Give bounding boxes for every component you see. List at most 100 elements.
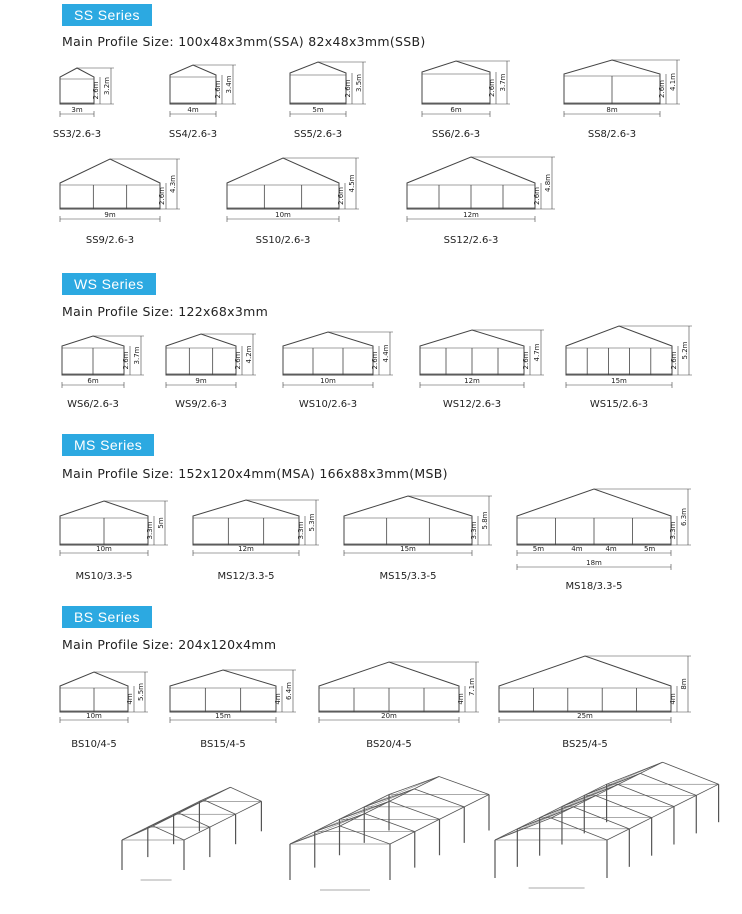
side-height-label: 2.6m (92, 81, 100, 99)
peak-height-label: 4.1m (669, 73, 677, 91)
side-height-label: 3.3m (669, 521, 677, 539)
frame-member (651, 806, 675, 819)
tent-model-label: MS18/3.3-5 (566, 581, 623, 592)
frame-member (364, 800, 390, 814)
tent-model-label: BS15/4-5 (200, 739, 245, 750)
frame-member (389, 788, 415, 802)
frame-member (606, 761, 663, 785)
tent-model-label: WS9/2.6-3 (175, 399, 227, 410)
peak-height-label: 3.5m (355, 74, 363, 92)
tent-model-label: BS10/4-5 (71, 739, 116, 750)
tent-outline (406, 156, 536, 210)
tent-outline (59, 67, 95, 105)
frame-member (673, 795, 697, 807)
tent-model-label: WS15/2.6-3 (590, 399, 648, 410)
frame-member (339, 806, 365, 820)
frame-member (364, 794, 390, 808)
tent-outline (318, 661, 460, 713)
width-dimension-label: 12m (464, 377, 480, 385)
frame-member (183, 826, 210, 841)
frame-member (314, 818, 340, 832)
side-height-label: 2.6m (214, 80, 222, 98)
peak-height-label: 4.8m (544, 174, 552, 192)
side-height-label: 3.3m (470, 521, 478, 539)
width-dimension-label: 15m (400, 545, 416, 553)
bs-series-badge: BS Series (62, 606, 152, 628)
frame-member (414, 776, 440, 790)
frame-member (388, 776, 440, 795)
frame-member (339, 825, 391, 845)
side-height-label: 2.6m (658, 80, 666, 98)
frame-member (464, 794, 490, 808)
frame-member (517, 795, 596, 830)
peak-height-label: 3.2m (103, 77, 111, 95)
tent-model-label: BS25/4-5 (562, 739, 607, 750)
tent-model-label: BS20/4-5 (366, 739, 411, 750)
frame-member (204, 799, 236, 815)
side-height-label: 2.6m (533, 187, 541, 205)
tent-model-label: SS12/2.6-3 (444, 235, 499, 246)
width-dimension-label: 6m (450, 106, 461, 114)
tent-outline (289, 61, 347, 105)
peak-height-label: 3.7m (499, 73, 507, 91)
frame-member (230, 786, 262, 802)
peak-height-label: 4.5m (348, 174, 356, 192)
width-dimension-label: 12m (463, 211, 479, 219)
frame-member (539, 806, 563, 819)
peak-height-label: 5m (157, 517, 165, 528)
tent-model-label: WS10/2.6-3 (299, 399, 357, 410)
peak-height-label: 4.3m (169, 175, 177, 193)
tent-outline (498, 655, 672, 713)
tent-outline (59, 671, 129, 713)
frame-member (235, 800, 262, 815)
tent-outline (419, 329, 525, 376)
frame-member (662, 761, 719, 785)
ws-profile-size: Main Profile Size: 122x68x3mm (62, 304, 269, 319)
frame-member (173, 787, 231, 815)
tent-model-label: SS8/2.6-3 (588, 129, 636, 140)
frame-member (289, 813, 365, 845)
tent-outline (563, 59, 661, 105)
peak-height-label: 3.7m (133, 346, 141, 364)
frame-member (438, 776, 490, 795)
side-height-label: 2.6m (488, 79, 496, 97)
tent-model-label: SS6/2.6-3 (432, 129, 480, 140)
tent-outline (59, 500, 149, 546)
ws-series-badge: WS Series (62, 273, 156, 295)
side-height-label: 4m (669, 693, 677, 704)
tent-model-label: SS4/2.6-3 (169, 129, 217, 140)
side-height-label: 2.6m (122, 351, 130, 369)
frame-member (606, 828, 630, 841)
segment-dimension-label: 5m (644, 545, 655, 553)
frame-member (414, 788, 465, 808)
width-dimension-label: 20m (381, 712, 397, 720)
tent-model-label: WS12/2.6-3 (443, 399, 501, 410)
width-dimension-label: 12m (238, 545, 254, 553)
peak-height-label: 3.4m (225, 75, 233, 93)
frame-member (517, 817, 540, 830)
tent-outline (192, 499, 300, 546)
tent-outline (516, 488, 672, 546)
side-height-label: 4m (457, 693, 465, 704)
tent-model-label: MS12/3.3-5 (218, 571, 275, 582)
tent-outline (565, 325, 673, 376)
width-dimension-label: 9m (104, 211, 115, 219)
width-dimension-label: 18m (586, 559, 602, 567)
peak-height-label: 4.7m (533, 343, 541, 361)
side-height-label: 2.6m (337, 187, 345, 205)
frame-member (178, 812, 210, 828)
peak-height-label: 5.8m (481, 511, 489, 529)
side-height-label: 2.6m (234, 351, 242, 369)
frame-member (584, 783, 607, 796)
